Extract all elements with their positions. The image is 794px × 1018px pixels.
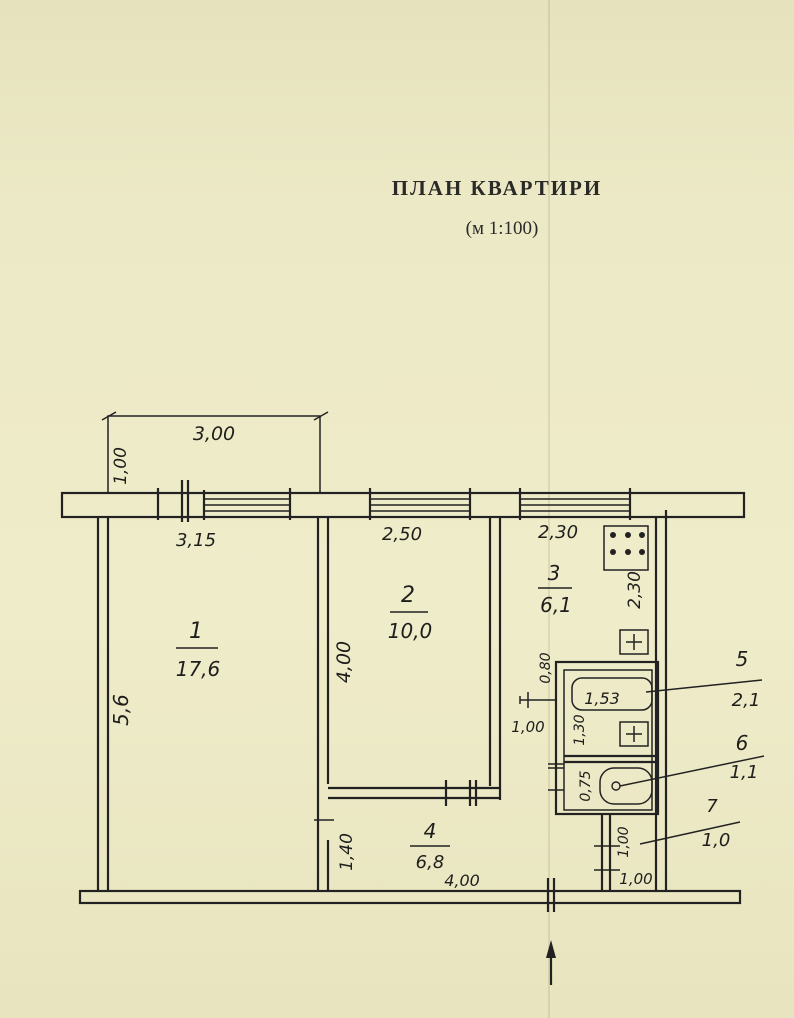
- room-5-area: 2,1: [732, 690, 761, 711]
- room-6-number: 6: [736, 731, 749, 755]
- room-4-number: 4: [424, 819, 437, 843]
- dim-hall-depth: 1,40: [337, 833, 357, 871]
- dim-bath-c: 1,30: [572, 714, 588, 745]
- dim-bath-a: 0,80: [538, 652, 554, 683]
- plan-scale: (м 1:100): [465, 218, 539, 239]
- room-5-number: 5: [736, 647, 749, 671]
- pantry: [594, 814, 620, 891]
- bottom-wall: [78, 878, 742, 912]
- room-1-area: 17,6: [176, 657, 221, 681]
- leader-lines: [619, 679, 765, 845]
- paper-fold: [548, 0, 550, 1018]
- room-1-walls: [96, 517, 334, 891]
- room-7-number: 7: [706, 796, 718, 817]
- dim-balcony-width: 3,00: [193, 423, 235, 445]
- dim-room2-width: 2,50: [382, 524, 422, 545]
- dim-balcony-depth: 1,00: [111, 447, 131, 485]
- dim-room1-width: 3,15: [176, 530, 216, 551]
- dim-bath-b: 1,00: [511, 718, 544, 736]
- facade-wall: [60, 480, 746, 522]
- balcony: [101, 411, 329, 494]
- dim-pantry-depth: 1,00: [616, 826, 632, 857]
- plan-title: ПЛАН КВАРТИРИ: [391, 176, 603, 200]
- dim-room1-length: 5,6: [109, 694, 133, 726]
- room-2-area: 10,0: [388, 619, 433, 643]
- dim-wc-depth: 0,75: [578, 770, 594, 801]
- dim-hall-width: 4,00: [444, 871, 480, 890]
- room-6-area: 1,1: [730, 762, 759, 783]
- kitchen-fixtures: [603, 525, 649, 655]
- dim-room3-width: 2,30: [538, 522, 578, 543]
- dim-room3-length: 2,30: [625, 571, 645, 609]
- room-3-area: 6,1: [540, 593, 572, 617]
- right-wall: [654, 510, 668, 891]
- room-7-area: 1,0: [702, 830, 731, 851]
- dim-bath-width: 1,53: [584, 689, 620, 708]
- room-1-number: 1: [189, 619, 203, 644]
- entry-arrow-icon: [546, 940, 556, 985]
- room-4-area: 6,8: [416, 852, 445, 873]
- room-2-walls: [328, 517, 502, 806]
- room-2-number: 2: [401, 583, 415, 608]
- dim-pantry-width: 1,00: [619, 870, 652, 888]
- dim-room2-length: 4,00: [333, 641, 355, 683]
- room-3-number: 3: [548, 561, 561, 585]
